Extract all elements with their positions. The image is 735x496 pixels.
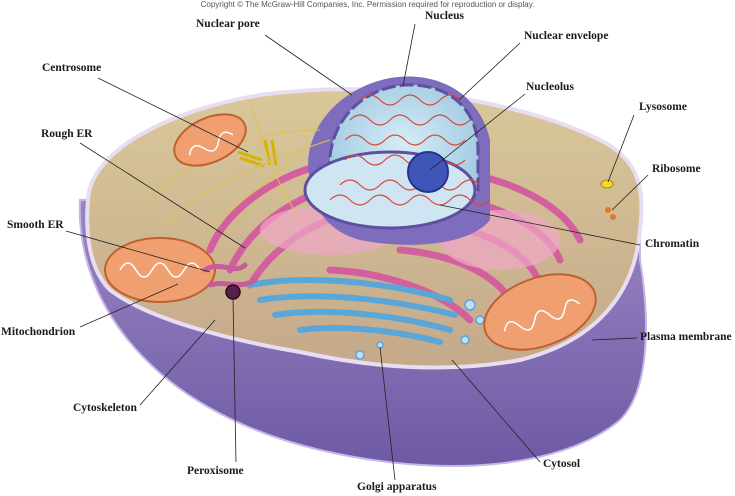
label-centrosome: Centrosome (42, 62, 102, 74)
label-nuclear-envelope: Nuclear envelope (524, 30, 609, 42)
ribosome (610, 214, 616, 220)
label-chromatin: Chromatin (645, 238, 700, 250)
label-cytosol: Cytosol (543, 458, 581, 470)
label-nuclear-pore: Nuclear pore (196, 18, 260, 30)
nucleolus (407, 151, 449, 193)
mitochondrion-right (483, 273, 597, 351)
cytoskeleton (149, 99, 331, 261)
leader-lines (65, 23, 649, 481)
peroxisome (225, 284, 241, 300)
label-nucleus: Nucleus (425, 10, 464, 22)
label-smooth-er: Smooth ER (7, 219, 64, 231)
label-cytoskeleton: Cytoskeleton (73, 402, 137, 414)
mitochondrion-upper (173, 113, 247, 167)
copyright-notice: Copyright © The McGraw-Hill Companies, I… (200, 0, 535, 9)
label-peroxisome: Peroxisome (187, 465, 244, 477)
label-rough-er: Rough ER (41, 128, 93, 140)
centrosome (237, 139, 278, 168)
label-plasma-membrane: Plasma membrane (640, 331, 732, 343)
label-lysosome: Lysosome (639, 101, 687, 113)
ribosome (605, 207, 611, 213)
chromatin (329, 94, 491, 206)
mitochondrion-left (104, 237, 216, 303)
label-ribosome: Ribosome (652, 163, 701, 175)
label-golgi-apparatus: Golgi apparatus (357, 481, 437, 493)
golgi-apparatus (247, 277, 458, 345)
label-mitochondrion: Mitochondrion (1, 326, 76, 338)
label-nucleolus: Nucleolus (526, 81, 574, 93)
lysosome (600, 179, 614, 189)
